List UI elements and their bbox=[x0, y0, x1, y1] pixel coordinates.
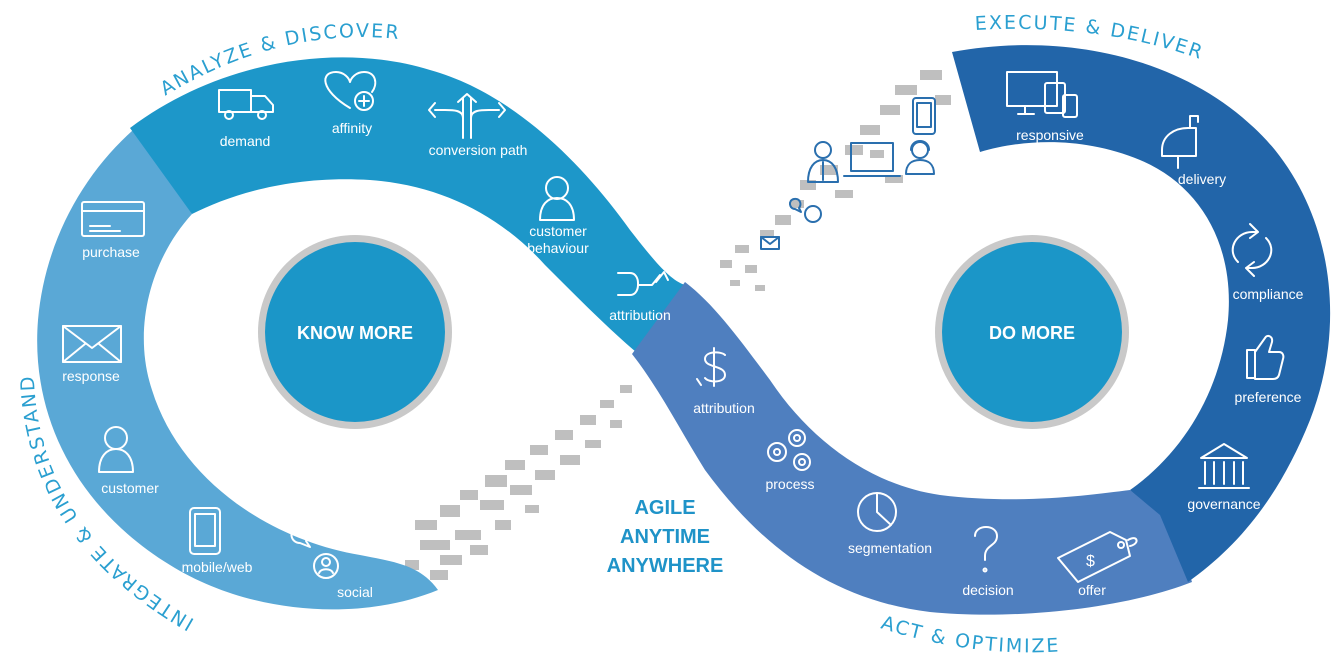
price-tag-icon: $ bbox=[1057, 531, 1138, 583]
integrate-segment bbox=[37, 124, 438, 610]
item-compliance: compliance bbox=[1231, 223, 1304, 302]
delivery-label: delivery bbox=[1178, 171, 1226, 187]
item-demand: demand bbox=[218, 89, 274, 149]
envelope-icon bbox=[760, 236, 780, 250]
item-preference: preference bbox=[1235, 334, 1302, 405]
do-more-circle: DO MORE bbox=[935, 235, 1129, 429]
bank-icon bbox=[1198, 443, 1250, 489]
item-conversion-path: conversion path bbox=[428, 93, 528, 158]
devices-icon bbox=[1006, 71, 1078, 118]
item-governance: governance bbox=[1187, 443, 1261, 512]
cycle-arrows-icon bbox=[1231, 223, 1273, 277]
item-customer-behaviour: customer behaviour bbox=[527, 176, 589, 256]
response-label: response bbox=[62, 368, 120, 384]
item-delivery: delivery bbox=[1161, 115, 1226, 187]
segmentation-label: segmentation bbox=[848, 540, 932, 556]
attribution-right-label: attribution bbox=[693, 400, 754, 416]
phone-icon bbox=[189, 507, 221, 555]
pixel-trail-left bbox=[405, 385, 632, 580]
tagline-line-3: ANYWHERE bbox=[607, 555, 724, 577]
mailbox-icon bbox=[1161, 115, 1199, 169]
item-attribution-left: attribution bbox=[609, 271, 671, 323]
do-more-label: DO MORE bbox=[989, 323, 1075, 343]
affinity-label: affinity bbox=[332, 120, 372, 136]
item-mobile-web: mobile/web bbox=[182, 507, 253, 575]
item-responsive: responsive bbox=[1006, 71, 1084, 143]
merge-arrow-icon bbox=[617, 271, 669, 296]
act-segment bbox=[632, 282, 1192, 615]
analyze-segment bbox=[130, 57, 690, 352]
envelope-icon bbox=[62, 325, 122, 363]
credit-card-icon bbox=[81, 201, 145, 237]
chat-person-icon bbox=[789, 197, 822, 223]
know-more-label: KNOW MORE bbox=[297, 323, 413, 343]
dollar-icon bbox=[696, 347, 726, 387]
gears-icon bbox=[767, 429, 811, 471]
chat-person-icon bbox=[290, 525, 339, 579]
offer-label: offer bbox=[1078, 582, 1106, 598]
know-more-circle: KNOW MORE bbox=[258, 235, 452, 429]
item-offer: $ offer bbox=[1057, 531, 1138, 598]
laptop-icon bbox=[843, 142, 901, 177]
question-icon bbox=[974, 526, 998, 573]
dollar-sign-glyph: $ bbox=[1086, 553, 1095, 570]
item-affinity: affinity bbox=[324, 71, 377, 136]
conversion-path-label: conversion path bbox=[429, 142, 528, 158]
governance-label: governance bbox=[1187, 496, 1260, 512]
process-label: process bbox=[765, 476, 814, 492]
tagline-line-1: AGILE bbox=[634, 497, 695, 519]
customer-behaviour-label-2: behaviour bbox=[527, 240, 589, 256]
person-icon bbox=[539, 176, 575, 221]
pie-chart-icon bbox=[857, 492, 897, 532]
customer-label: customer bbox=[101, 480, 159, 496]
tagline: AGILE ANYTIME ANYWHERE bbox=[607, 497, 724, 577]
split-arrows-icon bbox=[428, 93, 506, 139]
decision-label: decision bbox=[962, 582, 1013, 598]
compliance-label: compliance bbox=[1233, 286, 1304, 302]
thumbs-up-icon bbox=[1246, 334, 1285, 380]
act-title: ACT & OPTIMIZE bbox=[879, 612, 1061, 658]
demand-label: demand bbox=[220, 133, 271, 149]
mobile-web-label: mobile/web bbox=[182, 559, 253, 575]
item-purchase: purchase bbox=[81, 201, 145, 260]
customer-behaviour-label-1: customer bbox=[529, 223, 587, 239]
execute-segment bbox=[952, 45, 1331, 583]
responsive-label: responsive bbox=[1016, 127, 1084, 143]
item-process: process bbox=[765, 429, 815, 492]
purchase-label: purchase bbox=[82, 244, 140, 260]
item-customer: customer bbox=[98, 426, 159, 496]
floating-icons bbox=[760, 97, 936, 250]
item-attribution-right: attribution bbox=[693, 347, 755, 416]
social-label: social bbox=[337, 584, 373, 600]
heart-plus-icon bbox=[324, 71, 377, 111]
preference-label: preference bbox=[1235, 389, 1302, 405]
truck-icon bbox=[218, 89, 274, 120]
item-response: response bbox=[62, 325, 122, 384]
phone-icon bbox=[912, 97, 936, 135]
attribution-left-label: attribution bbox=[609, 307, 670, 323]
support-agent-icon bbox=[905, 140, 935, 175]
item-decision: decision bbox=[962, 526, 1014, 598]
item-segmentation: segmentation bbox=[848, 492, 932, 556]
person-icon bbox=[98, 426, 134, 473]
pixel-trail-right bbox=[720, 70, 951, 291]
item-social: social bbox=[290, 525, 373, 600]
businessman-icon bbox=[807, 141, 839, 183]
tagline-line-2: ANYTIME bbox=[620, 526, 710, 548]
